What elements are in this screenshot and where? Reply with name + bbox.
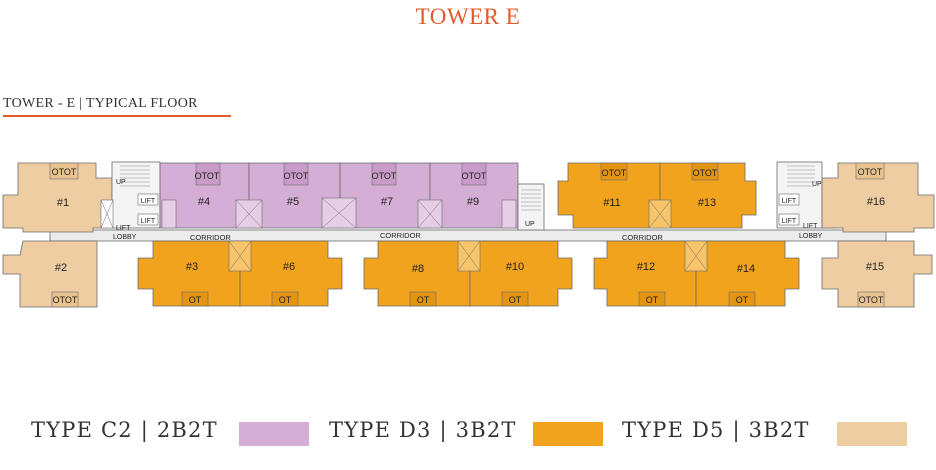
unit-10-ot xyxy=(501,291,529,307)
lift-right-a xyxy=(778,193,800,206)
unit-1-label: #1 xyxy=(57,197,69,209)
lift-left-b-label: LIFT xyxy=(141,218,156,225)
unit-13-label: #13 xyxy=(698,197,716,209)
unit-14-label: #14 xyxy=(737,263,755,275)
unit-11-ot-label: OTOT xyxy=(602,168,627,178)
legend-swatch-d3 xyxy=(533,422,603,446)
unit-4-ot xyxy=(195,162,221,186)
unit-16-ot xyxy=(855,162,885,180)
legend-label-c2: TYPE C2 | 2B2T xyxy=(31,418,218,442)
corridor xyxy=(49,229,887,242)
lift-right-a-label: LIFT xyxy=(782,198,797,205)
unit-12-ot-label: OT xyxy=(646,295,659,305)
unit-9-label: #9 xyxy=(467,196,479,208)
unit-10-ot-label: OT xyxy=(509,295,522,305)
unit-13 xyxy=(659,162,757,229)
subtitle-underline xyxy=(3,115,231,117)
lift-right-b xyxy=(778,213,800,226)
unit-9-ot-label: OTOT xyxy=(462,171,487,181)
unit-3-ot xyxy=(181,291,209,307)
unit-5-ot-label: OTOT xyxy=(284,171,309,181)
unit-13-ot xyxy=(691,162,719,181)
unit-12-label: #12 xyxy=(637,261,655,273)
unit-10 xyxy=(469,240,573,307)
unit-6 xyxy=(239,240,343,307)
corridor-label-right: CORRIDOR xyxy=(622,233,663,242)
unit-15-ot-label: OTOT xyxy=(859,295,884,305)
stair-up-left: UP xyxy=(116,179,126,186)
legend-swatch-d5 xyxy=(837,422,907,446)
unit-7-label: #7 xyxy=(381,196,393,208)
floor-plan: OTOT #1 UP LIFT LIFT LIFT LOBBY OTOT #4 … xyxy=(2,161,935,308)
unit-15-label: #15 xyxy=(866,261,884,273)
unit-11-label: #11 xyxy=(603,197,621,209)
unit-2-ot xyxy=(51,291,79,308)
legend-label-d5: TYPE D5 | 3B2T xyxy=(622,418,810,442)
unit-3-ot-label: OT xyxy=(189,295,202,305)
unit-1 xyxy=(2,162,113,233)
lift-left-a-label: LIFT xyxy=(141,198,156,205)
unit-6-ot-label: OT xyxy=(279,295,292,305)
stair-up-middle: UP xyxy=(525,221,535,228)
unit-13-ot-label: OTOT xyxy=(693,168,718,178)
unit-15-ot xyxy=(857,291,885,308)
unit-12-ot xyxy=(638,291,666,307)
unit-7-ot-label: OTOT xyxy=(372,171,397,181)
plan-subtitle: TOWER - E | TYPICAL FLOOR xyxy=(3,96,198,111)
unit-14 xyxy=(695,240,800,307)
unit-3-label: #3 xyxy=(186,261,198,273)
unit-4-label: #4 xyxy=(198,196,210,208)
unit-6-ot xyxy=(271,291,299,307)
unit-9-ot xyxy=(461,162,487,186)
legend-swatch-c2 xyxy=(239,422,309,446)
legend-label-d3: TYPE D3 | 3B2T xyxy=(329,418,517,442)
unit-6-label: #6 xyxy=(283,261,295,273)
lift-lobby-right-2: LOBBY xyxy=(799,233,823,240)
lift-left-b xyxy=(137,213,159,226)
lift-lobby-left-1: LIFT xyxy=(116,225,131,232)
unit-15 xyxy=(821,240,933,308)
unit-5-label: #5 xyxy=(287,196,299,208)
corridor-label-middle: CORRIDOR xyxy=(380,231,421,240)
unit-8-label: #8 xyxy=(412,263,424,275)
page-title: TOWER E xyxy=(415,4,521,29)
stair-up-right: UP xyxy=(812,181,822,188)
unit-7-ot xyxy=(371,162,397,186)
lift-lobby-right-1: LIFT xyxy=(803,223,818,230)
unit-4-ot-label: OTOT xyxy=(195,171,220,181)
unit-16-ot-label: OTOT xyxy=(858,167,883,177)
lift-right-b-label: LIFT xyxy=(782,218,797,225)
lift-lobby-left-2: LOBBY xyxy=(113,234,137,241)
unit-14-ot-label: OT xyxy=(736,295,749,305)
unit-14-ot xyxy=(728,291,756,307)
unit-10-label: #10 xyxy=(506,261,524,273)
unit-8-ot-label: OT xyxy=(417,295,430,305)
unit-16-label: #16 xyxy=(867,196,885,208)
unit-2-label: #2 xyxy=(55,262,67,274)
unit-1-ot-label: OTOT xyxy=(52,167,77,177)
unit-16 xyxy=(821,162,935,233)
lift-left-a xyxy=(137,193,159,206)
unit-2 xyxy=(2,240,98,308)
unit-1-ot xyxy=(49,162,79,180)
unit-2-ot-label: OTOT xyxy=(53,295,78,305)
unit-8-ot xyxy=(409,291,437,307)
unit-11-ot xyxy=(600,162,628,181)
corridor-label-left: CORRIDOR xyxy=(190,233,231,242)
unit-5-ot xyxy=(283,162,309,186)
stair-core-middle xyxy=(517,183,545,231)
